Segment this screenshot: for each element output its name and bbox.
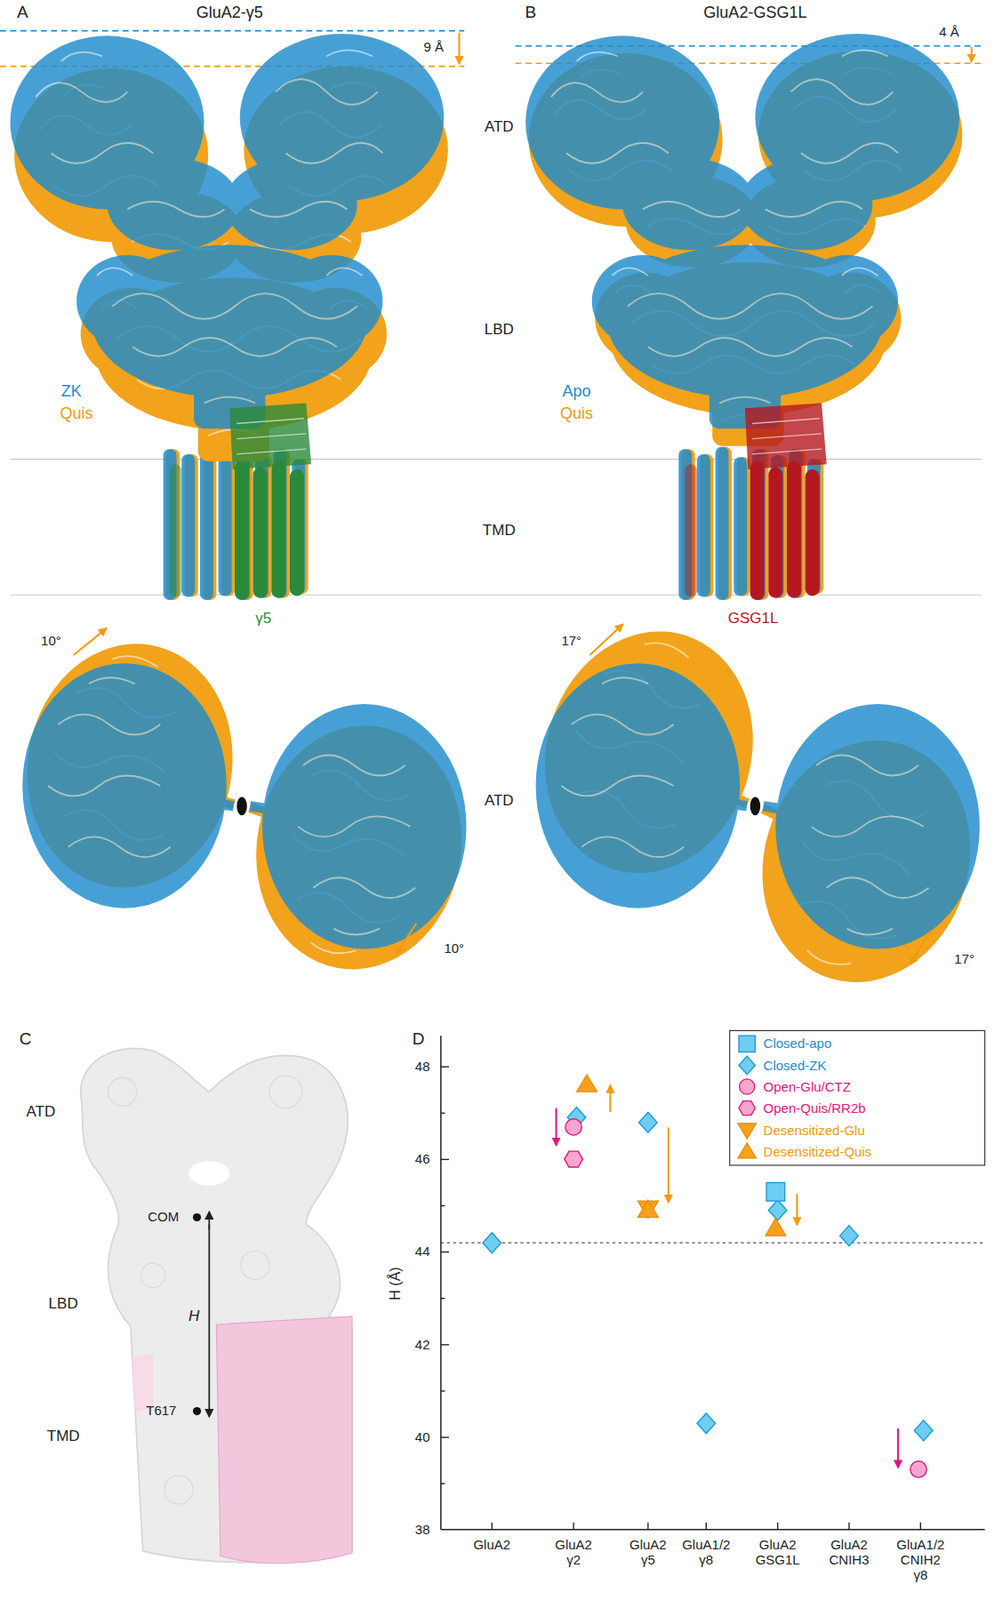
axis-title: H (Å)	[387, 1266, 404, 1300]
category-label: GluA1/2 CNIH2 γ8	[896, 1537, 945, 1584]
domain-label: LBD	[48, 1295, 79, 1314]
surface-c	[80, 1048, 353, 1564]
legend-text: Closed-apo	[763, 1036, 833, 1052]
legend-marker	[737, 1035, 757, 1159]
receptor-b	[525, 33, 962, 601]
legend-text: Open-Glu/CTZ	[763, 1079, 851, 1095]
panel-title: GluA2-γ5	[196, 2, 264, 22]
category-label: GluA1/2 γ8	[681, 1537, 730, 1569]
subunit-label: GSG1L	[728, 609, 779, 628]
legend-text: Desensitized-Quis	[763, 1144, 873, 1160]
tick-label: 44	[415, 1244, 431, 1260]
point-label: T617	[145, 1403, 177, 1419]
legend-text: Closed-ZK	[763, 1058, 827, 1074]
panel-letter: A	[16, 2, 29, 23]
domain-label: LBD	[484, 320, 514, 339]
tick-label: 46	[415, 1152, 431, 1168]
panel-letter: C	[19, 1029, 33, 1050]
tick-label: 48	[415, 1058, 431, 1075]
angle-label: 17°	[561, 633, 582, 649]
legend-text: Desensitized-Glu	[763, 1122, 866, 1139]
tick-label: 38	[415, 1523, 431, 1539]
state-label: ZK	[61, 381, 82, 401]
category-label: GluA2 γ5	[629, 1537, 667, 1569]
receptor-a	[9, 33, 448, 601]
angle-label: 10°	[443, 941, 465, 957]
panel-letter: B	[525, 2, 538, 23]
domain-label: TMD	[47, 1427, 81, 1446]
category-label: GluA2	[472, 1537, 511, 1553]
category-label: GluA2 GSG1L	[755, 1537, 801, 1569]
atd-top-a	[0, 627, 489, 986]
domain-label: ATD	[484, 119, 514, 137]
subunit-label: γ5	[255, 609, 272, 628]
legend-text: Open-Quis/RR2b	[763, 1101, 866, 1117]
category-label: GluA2 γ2	[554, 1537, 593, 1569]
point-label: COM	[147, 1210, 179, 1226]
state-label: Quis	[560, 404, 594, 424]
atd-top-b	[503, 605, 994, 1009]
state-label: Quis	[60, 404, 94, 424]
angle-label: 17°	[953, 951, 975, 967]
domain-label: ATD	[26, 1103, 57, 1122]
domain-label: TMD	[482, 521, 516, 540]
tick-label: 42	[415, 1337, 431, 1353]
angle-label: 10°	[40, 633, 62, 649]
distance-label: H	[188, 1307, 200, 1326]
shift-label: 9 Å	[424, 39, 445, 55]
category-label: GluA2 CNIH3	[828, 1537, 869, 1569]
chart-d	[440, 1030, 986, 1530]
domain-label: ATD	[484, 792, 514, 810]
panel-letter: D	[412, 1029, 425, 1050]
state-label: Apo	[562, 381, 592, 401]
shift-label: 4 Å	[938, 24, 960, 40]
panel-title: GluA2-GSG1L	[703, 2, 807, 22]
tick-label: 40	[415, 1429, 431, 1445]
